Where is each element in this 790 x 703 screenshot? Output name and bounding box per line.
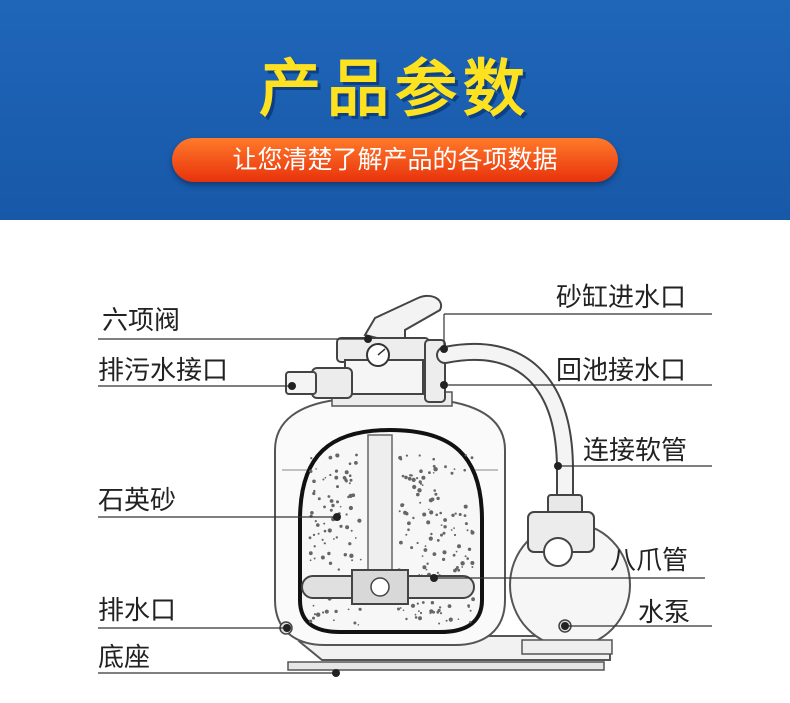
label-base: 底座 <box>98 643 151 673</box>
label-connecting-hose: 连接软管 <box>583 436 688 466</box>
label-pump: 水泵 <box>638 598 691 628</box>
leader-lines <box>98 313 712 674</box>
label-sand-tank-inlet: 砂缸进水口 <box>556 283 687 313</box>
connecting-hose <box>436 342 583 516</box>
header-banner: 产品参数 让您清楚了解产品的各项数据 <box>0 0 790 220</box>
label-laterals: 八爪管 <box>610 546 689 576</box>
label-water-outlet: 排水口 <box>98 596 177 626</box>
label-six-way-valve: 六项阀 <box>102 306 181 336</box>
label-return-port: 回池接水口 <box>556 356 687 386</box>
subtitle-text: 让您清楚了解产品的各项数据 <box>232 145 558 174</box>
pump <box>509 511 631 655</box>
page-title: 产品参数 <box>258 52 531 125</box>
laterals <box>301 569 475 605</box>
six-way-valve <box>285 294 446 403</box>
label-drain-port: 排污水接口 <box>98 356 229 386</box>
subtitle-pill: 让您清楚了解产品的各项数据 <box>172 138 618 182</box>
label-quartz-sand: 石英砂 <box>98 486 177 516</box>
leader-dots <box>283 335 569 677</box>
